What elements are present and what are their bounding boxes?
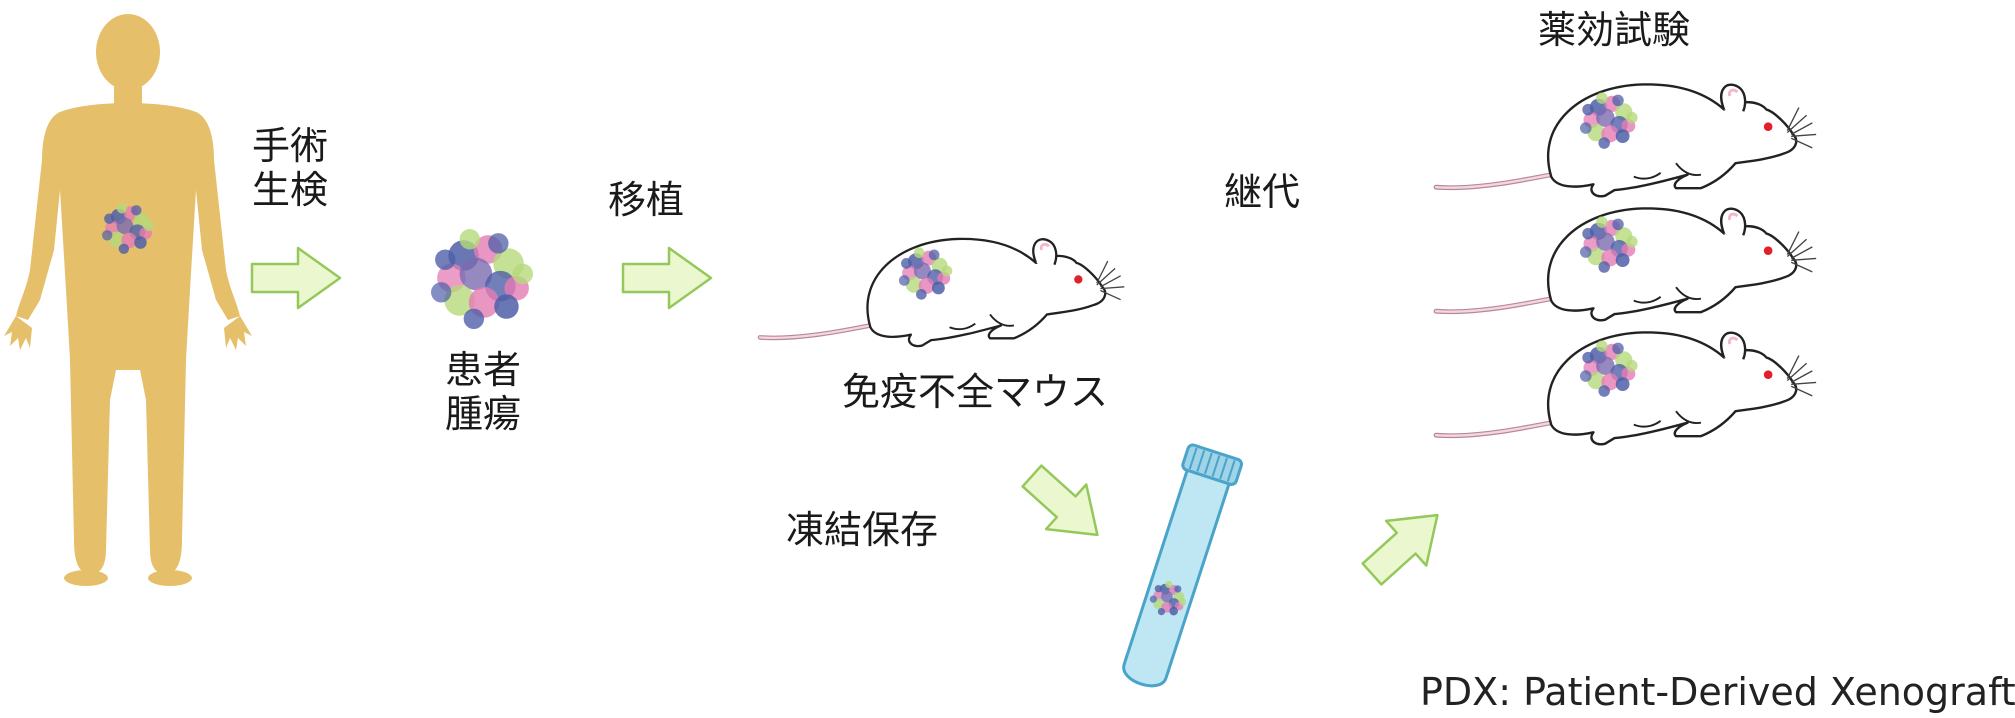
label-transplant: 移植: [608, 178, 685, 222]
label-passage: 継代: [1224, 170, 1301, 214]
pdx-caption: PDX: Patient-Derived Xenograft: [1420, 670, 2015, 714]
patient-tumor-cluster: [431, 229, 533, 329]
label-surgery-biopsy: 手術 生検: [252, 124, 329, 212]
test-mouse-3: [1436, 332, 1816, 444]
patient-silhouette: [4, 14, 252, 586]
test-mouse-1: [1436, 84, 1816, 196]
arrow-mouse-to-freezer: [1010, 452, 1119, 559]
arrow-freezer-to-test: [1350, 491, 1459, 598]
label-drug-efficacy-test: 薬効試験: [1538, 8, 1691, 52]
immunodeficient-mouse: [760, 239, 1124, 346]
cryo-tube: [1122, 443, 1244, 688]
test-mouse-2: [1436, 208, 1816, 320]
label-cryopreservation: 凍結保存: [786, 508, 939, 552]
label-immunodeficient-mouse: 免疫不全マウス: [842, 370, 1109, 414]
label-patient-tumor: 患者 腫瘍: [445, 348, 522, 436]
arrow-tumor-to-mouse: [621, 246, 713, 310]
arrow-biopsy-to-tumor: [250, 246, 342, 310]
